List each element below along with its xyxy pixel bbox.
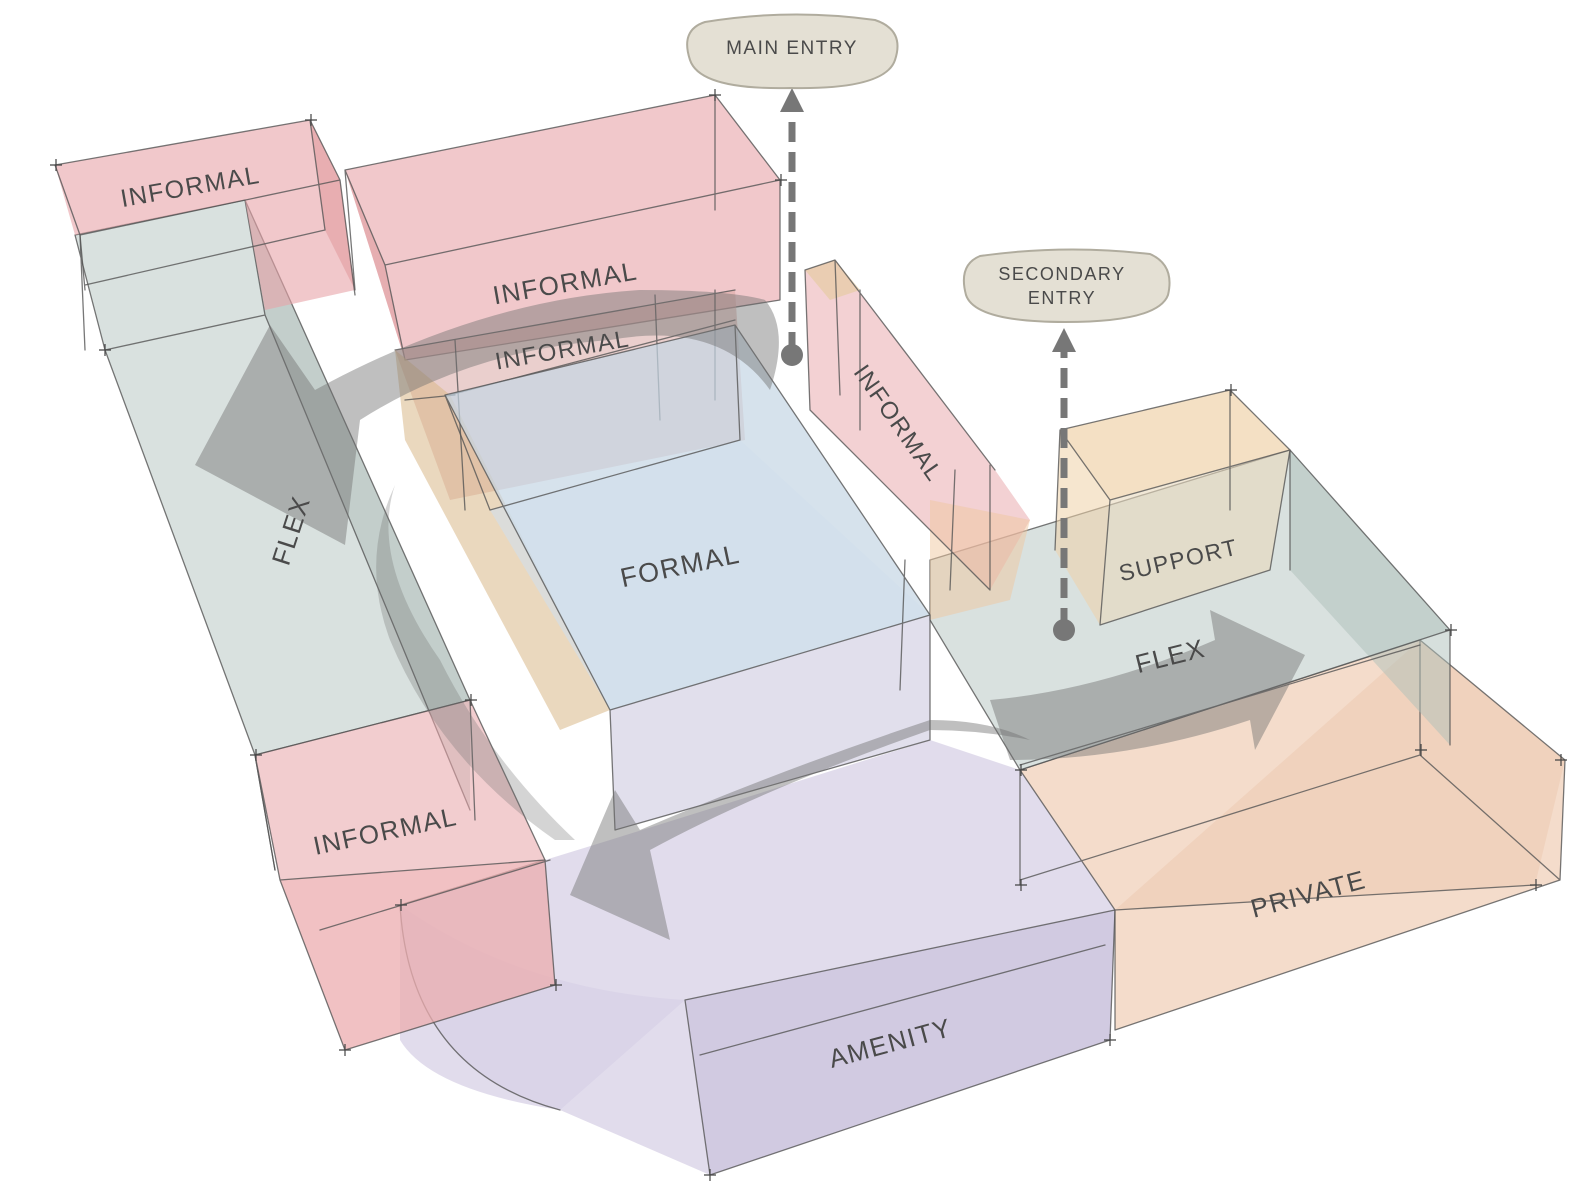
informal-top-left-block <box>54 119 356 310</box>
main-entry-arrow <box>780 88 804 366</box>
support-block <box>1054 389 1291 626</box>
corner-ticks <box>50 89 1567 1181</box>
loop-arrow-top <box>195 290 779 545</box>
dashed-up-arrow-icon <box>780 88 804 112</box>
informal-right-block <box>804 259 1030 620</box>
amenity-block <box>399 740 1116 1176</box>
amenity-arrow <box>570 720 1030 940</box>
main-entry-bubble: MAIN ENTRY <box>686 13 899 90</box>
secondary-entry-arrow <box>1052 328 1076 641</box>
flex-right-arrow <box>990 610 1305 760</box>
circulation-arrows <box>195 290 1305 940</box>
main-entry-label: MAIN ENTRY <box>726 38 858 59</box>
formal-block <box>444 324 931 831</box>
loop-arrow-left <box>376 485 575 840</box>
dashed-up-arrow-icon <box>1052 328 1076 352</box>
informal-bottom-left-block <box>254 699 556 1051</box>
private-block <box>1019 639 1566 1031</box>
secondary-entry-label-line1: SECONDARY <box>998 264 1125 284</box>
secondary-entry-bubble: SECONDARY ENTRY <box>962 248 1171 324</box>
secondary-entry-label-line2: ENTRY <box>1028 288 1096 308</box>
